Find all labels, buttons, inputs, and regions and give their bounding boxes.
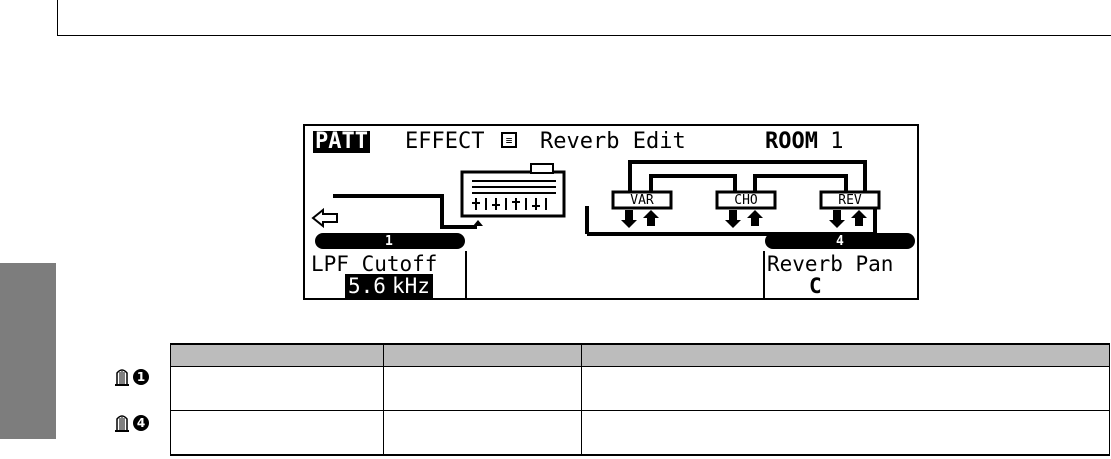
page-icon: ≡ [501, 132, 517, 148]
knob-marker-1: 1 [114, 368, 149, 386]
knob-icon [115, 369, 129, 386]
edit-name: Reverb Edit [540, 129, 686, 154]
page-frame-rule-vertical [57, 0, 58, 36]
table-cell [170, 366, 384, 411]
knob-number-right: 4 [836, 234, 844, 249]
lcd-screen: PATT EFFECT ≡ Reverb Edit ROOM 1 VAR CHO… [303, 124, 919, 300]
effect-type-number: 1 [817, 129, 844, 154]
mode-badge: PATT [313, 129, 370, 154]
param-left-value-unit: kHz [388, 274, 433, 298]
var-block-label: VAR [630, 193, 654, 208]
chapter-side-tab [0, 263, 56, 439]
knob-pill-right [765, 233, 915, 249]
rev-block [819, 190, 881, 210]
param-left-name: LPF Cutoff [311, 252, 438, 276]
var-block [611, 190, 673, 210]
mixer-icon [472, 180, 556, 210]
left-arrow-icon [311, 207, 338, 229]
knob-icon [115, 415, 129, 432]
table-cell [383, 366, 582, 411]
knob-number-1: 1 [133, 369, 149, 385]
table-header-cell [170, 343, 384, 367]
knob-number-left: 1 [385, 234, 393, 249]
parameter-table [170, 343, 1110, 456]
knob-number-4: 4 [133, 415, 149, 431]
param-right-name: Reverb Pan [767, 252, 894, 276]
cho-block-label: CHO [734, 193, 758, 208]
table-row [170, 366, 1110, 411]
cho-block [715, 190, 777, 210]
table-header-cell [581, 343, 1110, 367]
param-right-value: C [809, 274, 822, 298]
table-cell [581, 410, 1110, 456]
knob-pill-left [315, 233, 465, 249]
signal-flow-diagram [311, 160, 915, 298]
table-row [170, 410, 1110, 456]
param-left-value-number: 5.6 [345, 274, 389, 298]
table-cell [383, 410, 582, 456]
table-cell [581, 366, 1110, 411]
screen-title: EFFECT [405, 129, 485, 154]
rev-block-label: REV [838, 193, 862, 208]
page-frame-rule-horizontal [57, 35, 1111, 36]
effect-type-name: ROOM [765, 129, 818, 154]
table-header-cell [383, 343, 582, 367]
table-header-row [170, 343, 1110, 367]
table-cell [170, 410, 384, 456]
knob-marker-4: 4 [114, 414, 149, 432]
